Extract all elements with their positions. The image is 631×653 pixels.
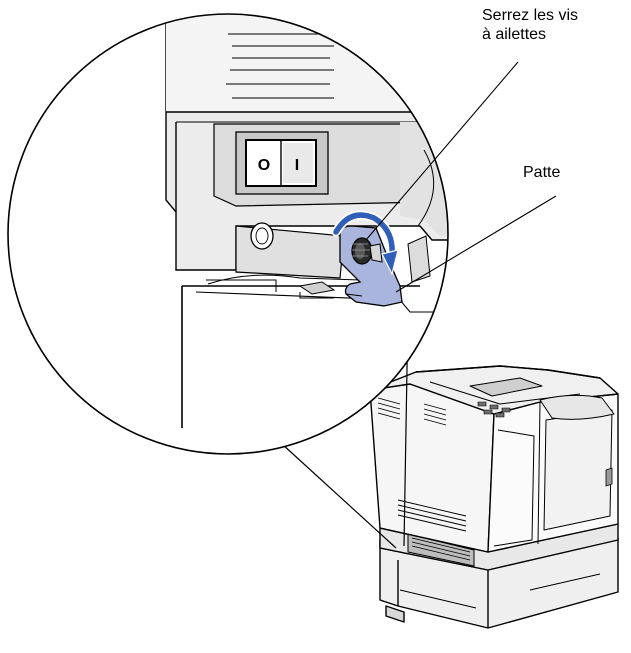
rotate-arrow-icon xyxy=(331,210,399,276)
side-vent-top xyxy=(377,397,447,426)
leader-thumbscrew xyxy=(365,61,519,241)
side-vent-bottom xyxy=(397,499,467,532)
printer-left-side xyxy=(369,383,495,553)
callout-thumbscrews-line2: à ailettes xyxy=(482,26,547,43)
operator-panel xyxy=(477,401,511,418)
magnified-vents xyxy=(226,33,334,99)
switch-off-symbol: O xyxy=(258,157,270,174)
leader-lines xyxy=(365,61,557,293)
mounting-hole xyxy=(250,222,274,250)
leader-tab xyxy=(395,195,557,293)
thumbscrew-icon xyxy=(351,237,383,265)
callout-thumbscrews-line1: Serrez les vis xyxy=(482,7,579,24)
magnifier-circle xyxy=(7,13,449,455)
tray-vent xyxy=(411,537,471,561)
printer xyxy=(369,365,619,629)
switch-on-symbol: I xyxy=(295,157,299,174)
callout-thumbscrews: Serrez les vis à ailettes xyxy=(482,6,578,44)
callout-tab: Patte xyxy=(523,164,561,181)
